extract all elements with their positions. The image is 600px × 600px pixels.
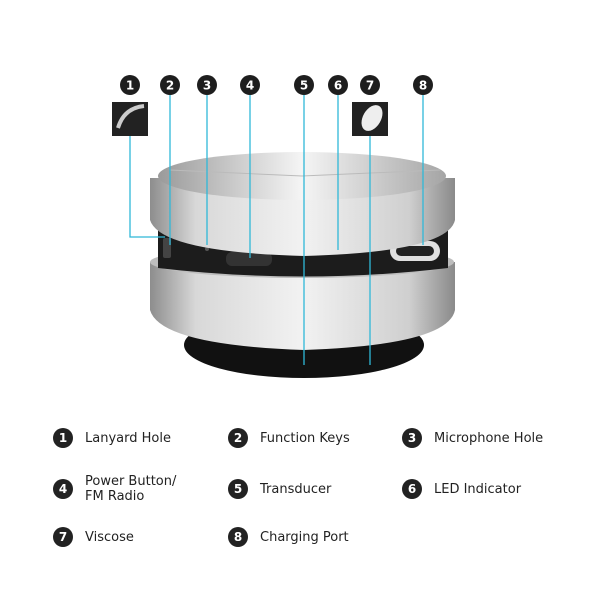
legend-number: 7 — [53, 527, 73, 547]
legend-number: 2 — [228, 428, 248, 448]
leader-lines — [129, 95, 424, 365]
legend-item: 4 Power Button/ FM Radio — [53, 474, 195, 504]
callout-number: 2 — [166, 79, 174, 93]
legend-item: 3 Microphone Hole — [402, 428, 543, 448]
legend-label: LED Indicator — [434, 481, 522, 497]
legend-number: 8 — [228, 527, 248, 547]
legend-label: Transducer — [260, 481, 332, 497]
power-button — [226, 252, 272, 266]
legend-item: 2 Function Keys — [228, 428, 350, 448]
callout-number: 3 — [203, 79, 211, 93]
legend-number: 6 — [402, 479, 422, 499]
legend-label: Power Button/ FM Radio — [85, 474, 177, 504]
callout-marker-8: 8 — [413, 75, 433, 95]
callout-number: 4 — [246, 79, 254, 93]
callout-number: 5 — [300, 79, 308, 93]
legend-item: 7 Viscose — [53, 527, 134, 547]
legend-label: Microphone Hole — [434, 430, 544, 446]
legend-number: 3 — [402, 428, 422, 448]
callout-marker-7: 7 — [360, 75, 380, 95]
callout-marker-5: 5 — [294, 75, 314, 95]
legend-number: 4 — [53, 479, 73, 499]
callout-number: 8 — [419, 79, 427, 93]
legend-label: Charging Port — [260, 529, 349, 545]
legend-number: 5 — [228, 479, 248, 499]
callout-number: 6 — [334, 79, 342, 93]
legend-label: Viscose — [85, 529, 134, 545]
legend-label: Lanyard Hole — [85, 430, 171, 446]
callout-marker-4: 4 — [240, 75, 260, 95]
callout-number: 1 — [126, 79, 134, 93]
callout-marker-2: 2 — [160, 75, 180, 95]
legend-item: 8 Charging Port — [228, 527, 349, 547]
speaker-top-cap — [150, 152, 455, 256]
legend-item: 5 Transducer — [228, 479, 331, 499]
callout-marker-1: 1 — [120, 75, 140, 95]
callout-marker-3: 3 — [197, 75, 217, 95]
legend-item: 6 LED Indicator — [402, 479, 521, 499]
callout-marker-6: 6 — [328, 75, 348, 95]
legend-item: 1 Lanyard Hole — [53, 428, 171, 448]
legend-number: 1 — [53, 428, 73, 448]
legend-label: Function Keys — [260, 430, 350, 446]
callout-number: 7 — [366, 79, 374, 93]
